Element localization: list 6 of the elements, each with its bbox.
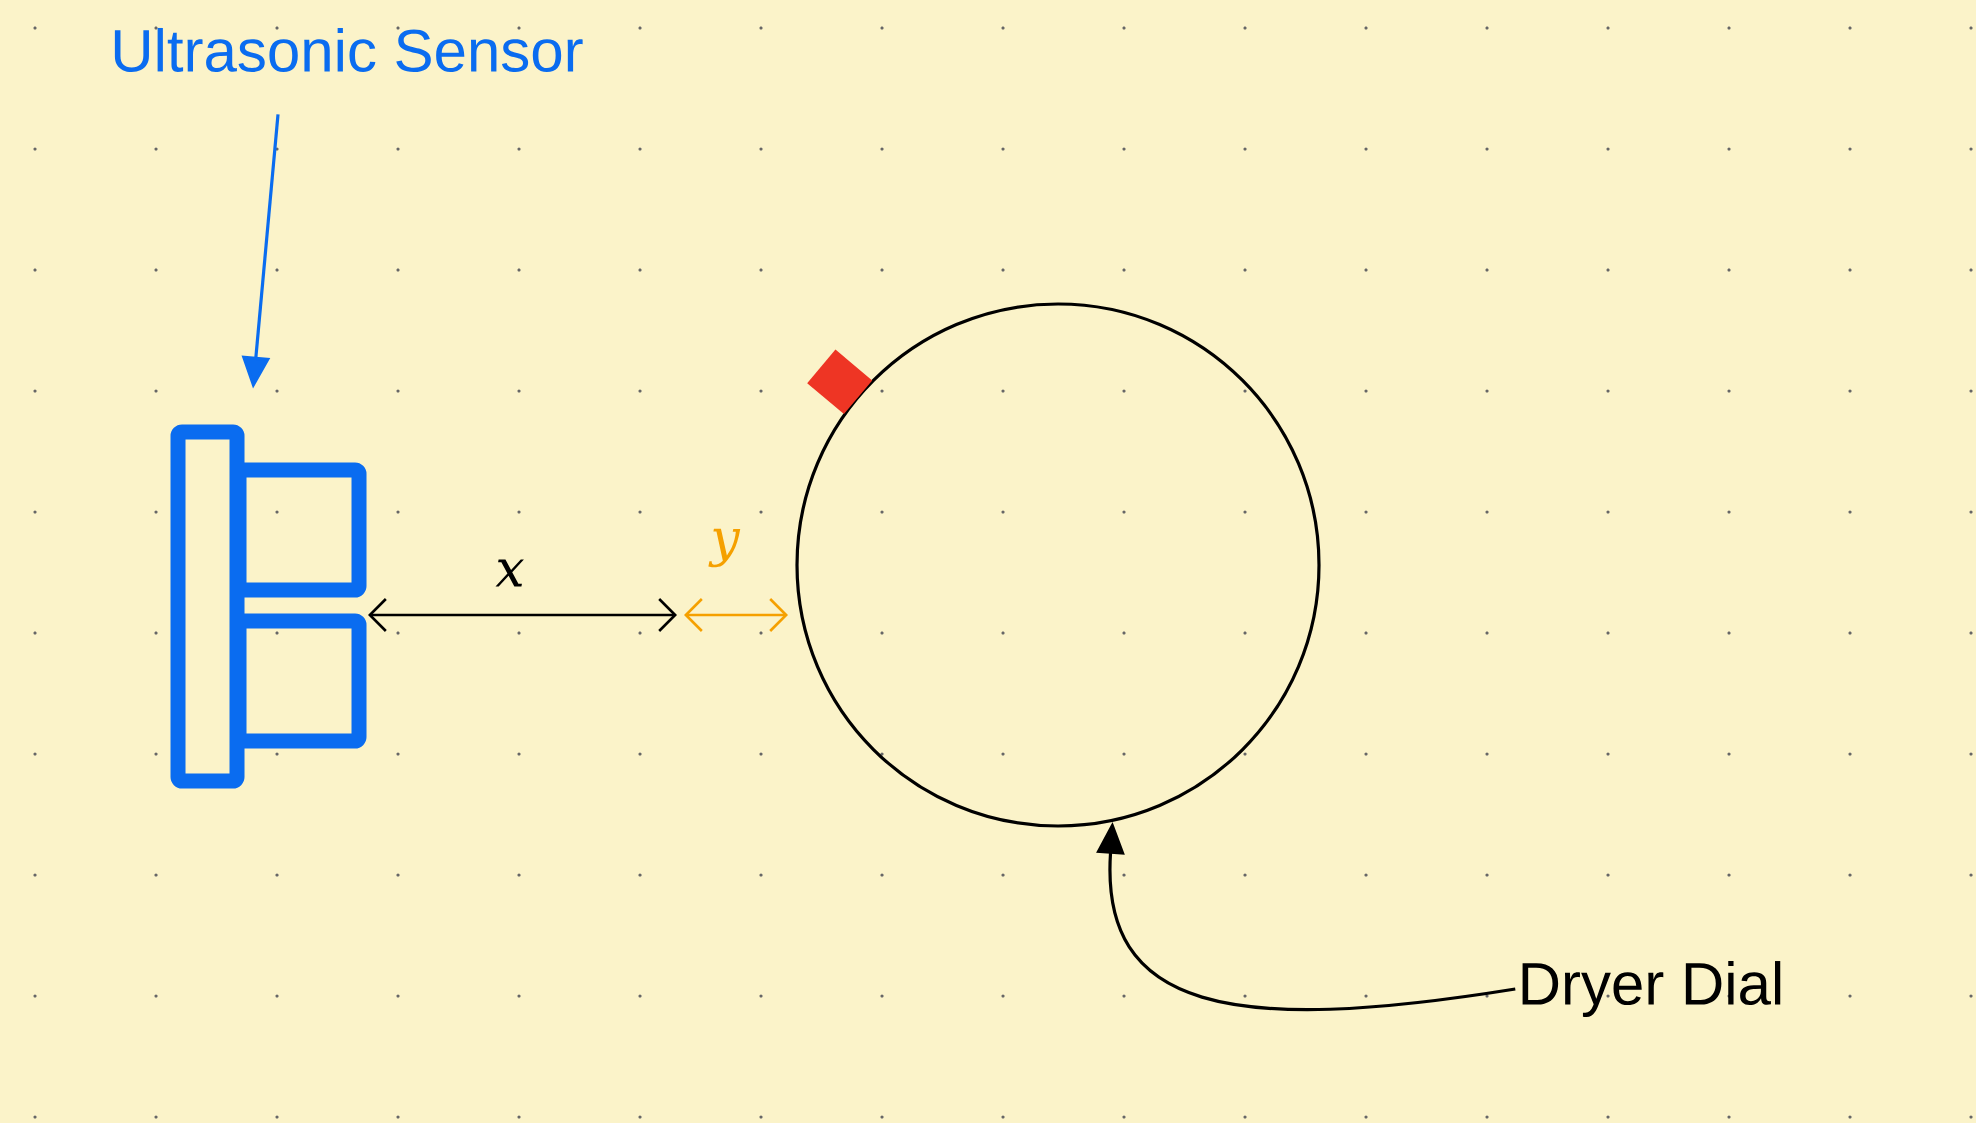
label-text: Dryer Dial [1522,961,1781,1017]
dimension-label: x [495,559,524,587]
label-text: Ultrasonic Sensor [114,27,583,73]
dimension-label: y [708,528,741,568]
sensor-drawing [170,424,367,789]
dial-circle [795,302,1321,828]
